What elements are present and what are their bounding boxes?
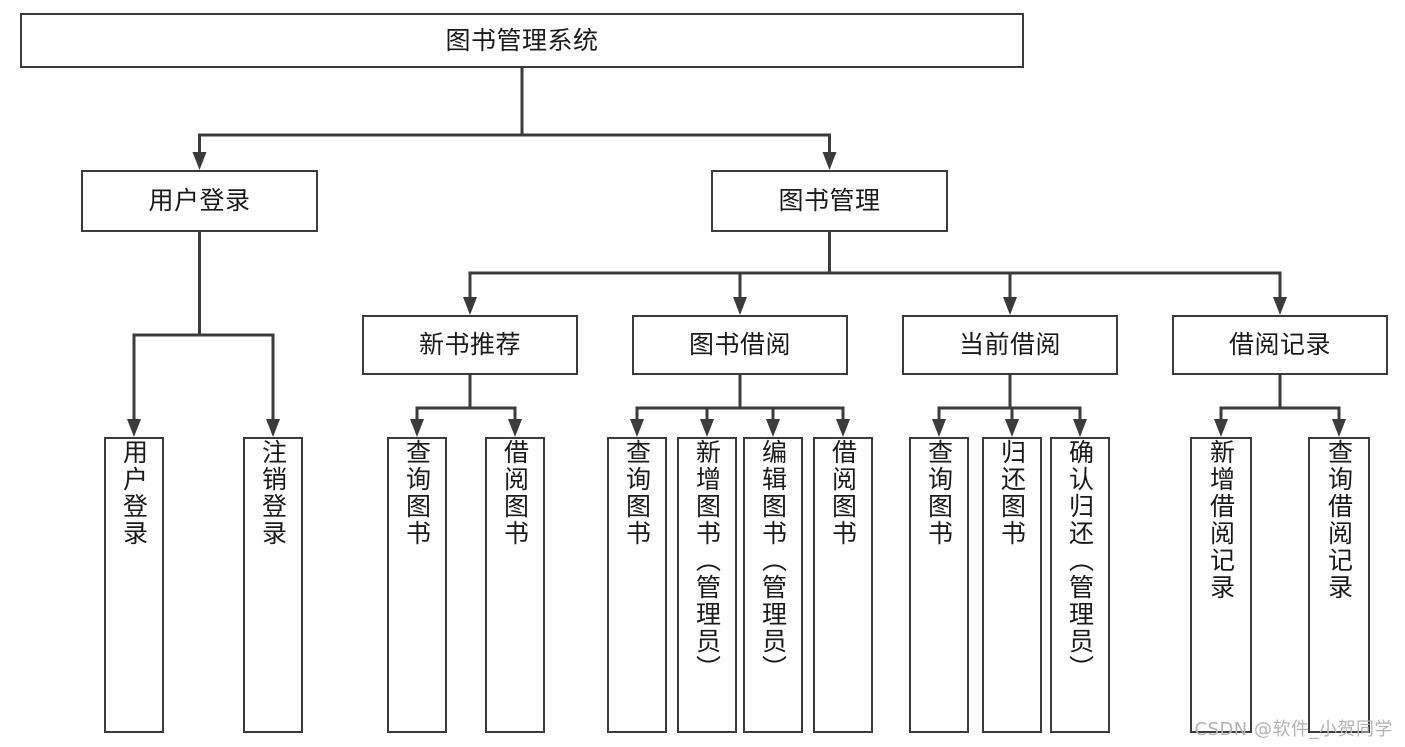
node-new-book-rec[interactable]: 新书推荐 bbox=[362, 315, 578, 375]
arrowhead-leaf-user-login bbox=[127, 419, 141, 437]
node-label-borrow-record: 借阅记录 bbox=[1228, 330, 1331, 359]
arrowhead-leaf-user-logout bbox=[266, 419, 280, 437]
node-leaf-query-book-3[interactable]: 查询图书 bbox=[909, 437, 969, 733]
node-label-leaf-edit-book: 编辑图书（管理员） bbox=[758, 439, 788, 682]
arrowhead-leaf-query-record bbox=[1332, 419, 1346, 437]
node-leaf-query-book-2[interactable]: 查询图书 bbox=[607, 437, 667, 733]
node-leaf-return-book[interactable]: 归还图书 bbox=[982, 437, 1042, 733]
arrowhead-leaf-confirm-return bbox=[1073, 419, 1087, 437]
node-label-leaf-borrow-book-2: 借阅图书 bbox=[828, 439, 858, 547]
arrowhead-user-login bbox=[192, 152, 207, 170]
node-label-leaf-user-login: 用户登录 bbox=[119, 439, 149, 547]
arrowhead-leaf-query-book-3 bbox=[932, 419, 946, 437]
arrowhead-leaf-query-book-1 bbox=[410, 419, 424, 437]
node-book-borrow[interactable]: 图书借阅 bbox=[632, 315, 848, 375]
arrowhead-leaf-borrow-book-1 bbox=[508, 419, 522, 437]
node-label-leaf-add-record: 新增借阅记录 bbox=[1206, 439, 1236, 601]
node-leaf-borrow-book-2[interactable]: 借阅图书 bbox=[813, 437, 873, 733]
arrowhead-leaf-query-book-2 bbox=[630, 419, 644, 437]
node-current-borrow[interactable]: 当前借阅 bbox=[902, 315, 1118, 375]
node-label-leaf-query-book-1: 查询图书 bbox=[402, 439, 432, 547]
node-borrow-record[interactable]: 借阅记录 bbox=[1172, 315, 1388, 375]
node-leaf-borrow-book-1[interactable]: 借阅图书 bbox=[485, 437, 545, 733]
node-label-book-manage: 图书管理 bbox=[778, 186, 881, 215]
node-label-new-book-rec: 新书推荐 bbox=[418, 330, 521, 359]
node-label-leaf-confirm-return: 确认归还（管理员） bbox=[1065, 439, 1095, 682]
arrowhead-leaf-return-book bbox=[1005, 419, 1019, 437]
arrowhead-leaf-add-record bbox=[1214, 419, 1228, 437]
node-label-user-login: 用户登录 bbox=[148, 186, 251, 215]
node-leaf-query-book-1[interactable]: 查询图书 bbox=[387, 437, 447, 733]
node-leaf-user-logout[interactable]: 注销登录 bbox=[243, 437, 303, 733]
node-label-leaf-return-book: 归还图书 bbox=[997, 439, 1027, 547]
node-label-leaf-user-logout: 注销登录 bbox=[258, 439, 288, 547]
node-label-leaf-borrow-book-1: 借阅图书 bbox=[500, 439, 530, 547]
node-label-current-borrow: 当前借阅 bbox=[958, 330, 1061, 359]
node-book-manage[interactable]: 图书管理 bbox=[711, 170, 948, 232]
arrowhead-borrow-record bbox=[1273, 297, 1287, 315]
node-leaf-query-record[interactable]: 查询借阅记录 bbox=[1308, 437, 1370, 733]
arrowhead-new-book-rec bbox=[463, 297, 477, 315]
node-label-leaf-query-book-3: 查询图书 bbox=[924, 439, 954, 547]
arrowhead-book-manage bbox=[822, 152, 837, 170]
watermark-text: CSDN @软件_小贺同学 bbox=[1194, 719, 1393, 740]
arrowhead-book-borrow bbox=[733, 297, 747, 315]
node-label-root: 图书管理系统 bbox=[445, 25, 599, 55]
node-leaf-add-book[interactable]: 新增图书（管理员） bbox=[677, 437, 737, 733]
arrowhead-leaf-add-book bbox=[700, 419, 714, 437]
arrowhead-leaf-borrow-book-2 bbox=[836, 419, 850, 437]
node-label-leaf-query-book-2: 查询图书 bbox=[622, 439, 652, 547]
arrowhead-leaf-edit-book bbox=[766, 419, 780, 437]
node-root[interactable]: 图书管理系统 bbox=[20, 13, 1024, 68]
node-label-leaf-add-book: 新增图书（管理员） bbox=[692, 439, 722, 682]
node-leaf-edit-book[interactable]: 编辑图书（管理员） bbox=[743, 437, 803, 733]
node-leaf-add-record[interactable]: 新增借阅记录 bbox=[1190, 437, 1252, 733]
node-leaf-user-login[interactable]: 用户登录 bbox=[104, 437, 164, 733]
node-leaf-confirm-return[interactable]: 确认归还（管理员） bbox=[1050, 437, 1110, 733]
node-label-book-borrow: 图书借阅 bbox=[688, 330, 791, 359]
node-user-login[interactable]: 用户登录 bbox=[81, 170, 318, 232]
node-label-leaf-query-record: 查询借阅记录 bbox=[1324, 439, 1354, 601]
arrowhead-current-borrow bbox=[1003, 297, 1017, 315]
